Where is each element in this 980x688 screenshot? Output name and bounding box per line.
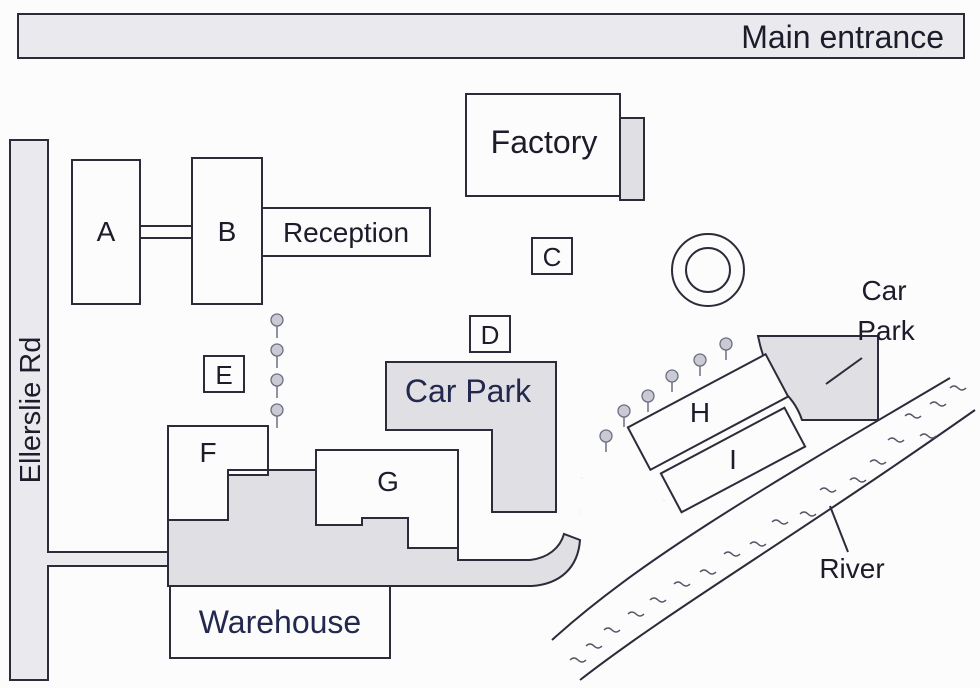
- building-a: A: [71, 159, 141, 305]
- reception-building: Reception: [261, 207, 431, 257]
- car-park-centre: Car Park: [385, 361, 557, 513]
- ellerslie-road-label: Ellerslie Rd: [15, 337, 47, 484]
- svg-text:E: E: [215, 360, 232, 390]
- building-b: B: [191, 157, 263, 305]
- main-road: [17, 13, 965, 59]
- svg-text:H: H: [690, 397, 710, 428]
- building-i: I: [659, 406, 807, 514]
- main-entrance-label: Main entrance: [741, 19, 944, 55]
- svg-text:C: C: [543, 242, 562, 272]
- svg-text:F: F: [199, 437, 216, 468]
- svg-text:Warehouse: Warehouse: [199, 604, 361, 640]
- roundabout: [671, 233, 745, 307]
- river-wave-marks: [569, 385, 967, 663]
- svg-text:I: I: [729, 444, 737, 475]
- tree-icon: [270, 373, 284, 398]
- site-marker-e: E: [203, 355, 245, 393]
- tree-icon: [599, 429, 613, 452]
- tree-icon: [270, 313, 284, 338]
- river-label: River: [819, 553, 884, 584]
- river: [551, 377, 976, 681]
- warehouse-building: Warehouse: [169, 585, 391, 659]
- tree-icons-left: [270, 313, 284, 428]
- factory-building: Factory: [465, 93, 645, 201]
- site-marker-c: C: [531, 237, 573, 275]
- tree-icons-right: [599, 337, 733, 452]
- tree-icon: [617, 404, 631, 427]
- tree-icon: [270, 403, 284, 428]
- svg-text:Factory: Factory: [491, 124, 598, 160]
- car-park-right-label-2: Park: [857, 315, 916, 346]
- site-marker-d: D: [469, 315, 511, 353]
- svg-text:Reception: Reception: [283, 217, 409, 248]
- tree-icon: [719, 337, 733, 360]
- car-park-right-label-1: Car: [861, 275, 906, 306]
- tree-icon: [641, 389, 655, 412]
- tree-icon: [693, 353, 707, 376]
- svg-text:G: G: [377, 466, 399, 497]
- tree-icon: [665, 369, 679, 392]
- building-f: F: [167, 425, 269, 521]
- svg-text:D: D: [481, 320, 500, 350]
- svg-text:Car Park: Car Park: [405, 373, 532, 409]
- building-h: H: [626, 352, 790, 472]
- svg-text:A: A: [97, 216, 116, 247]
- tree-icon: [270, 343, 284, 368]
- building-g: G: [315, 449, 459, 549]
- svg-text:B: B: [218, 216, 237, 247]
